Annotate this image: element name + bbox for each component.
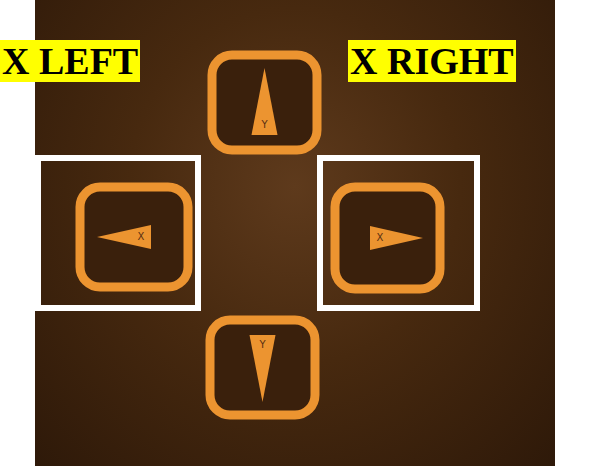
highlight-frame xyxy=(320,158,477,308)
axis-letter: X xyxy=(138,232,145,242)
axis-letter: Y xyxy=(261,120,267,130)
arrow-triangle xyxy=(250,335,276,402)
highlight-frame xyxy=(38,158,198,308)
arrow-button: X xyxy=(330,182,445,294)
button-outline xyxy=(207,50,322,155)
button-border xyxy=(335,187,440,289)
button-border xyxy=(210,320,315,415)
arrow-button: Y xyxy=(205,315,320,420)
arrow-triangle xyxy=(252,68,278,135)
direction-label: X RIGHT xyxy=(348,40,516,82)
button-outline xyxy=(205,315,320,420)
arrow-button: Y xyxy=(207,50,322,155)
axis-letter: Y xyxy=(259,340,265,350)
arrow-triangle xyxy=(370,226,423,250)
button-border xyxy=(80,187,188,287)
arrow-triangle xyxy=(97,225,151,249)
axis-letter: X xyxy=(377,233,384,243)
arrow-button: X xyxy=(75,182,193,292)
direction-label: X LEFT xyxy=(0,40,140,82)
button-outline xyxy=(75,182,193,292)
button-outline xyxy=(330,182,445,294)
button-border xyxy=(212,55,317,150)
